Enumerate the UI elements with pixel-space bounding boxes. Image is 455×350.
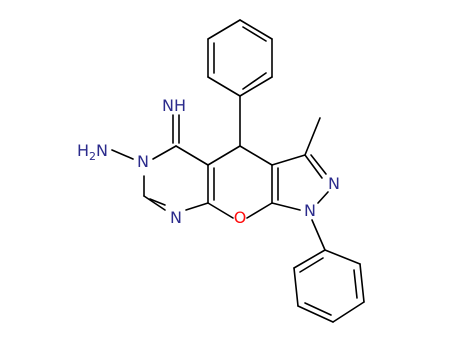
bond <box>207 76 241 97</box>
bond <box>353 269 358 299</box>
pyrazole-nitrogen-2-label: N <box>328 174 340 193</box>
bond <box>143 195 166 211</box>
bond <box>359 263 365 303</box>
bond <box>297 305 334 323</box>
bond <box>185 202 209 211</box>
bond <box>304 154 323 179</box>
amine-h-label: H <box>77 141 89 160</box>
bond <box>242 26 267 42</box>
atom-labels: NH H 2 N N N O N N <box>77 96 340 227</box>
bond <box>152 145 177 160</box>
bond <box>207 202 234 219</box>
bond <box>271 154 306 166</box>
bond <box>239 145 273 166</box>
ring-nitrogen-label: N <box>137 152 149 171</box>
amine-group: H 2 N <box>77 141 108 163</box>
bond <box>111 149 134 160</box>
bond <box>207 145 241 166</box>
bond <box>149 198 166 206</box>
imine-nh-label: NH <box>162 96 186 115</box>
amine-n-label: N <box>96 141 108 160</box>
oxygen-label: O <box>234 208 247 227</box>
bond <box>324 249 361 265</box>
bond <box>239 19 273 40</box>
bond <box>175 145 209 166</box>
bond-layer <box>111 19 365 323</box>
bond <box>239 76 273 97</box>
bond <box>310 154 327 175</box>
amine-subscript: 2 <box>89 150 96 163</box>
bond <box>246 202 273 219</box>
bond <box>293 249 326 269</box>
bond <box>207 19 241 40</box>
bond <box>293 267 299 307</box>
bond <box>332 301 365 323</box>
bond <box>311 219 326 251</box>
bond <box>304 117 321 156</box>
bond <box>271 202 301 211</box>
bond <box>242 72 267 90</box>
bond <box>317 191 329 204</box>
bond <box>299 257 324 273</box>
pyrimidine-nitrogen-label: N <box>170 208 182 227</box>
bond <box>304 302 332 316</box>
pyrazole-nitrogen-1-label: N <box>304 201 316 220</box>
